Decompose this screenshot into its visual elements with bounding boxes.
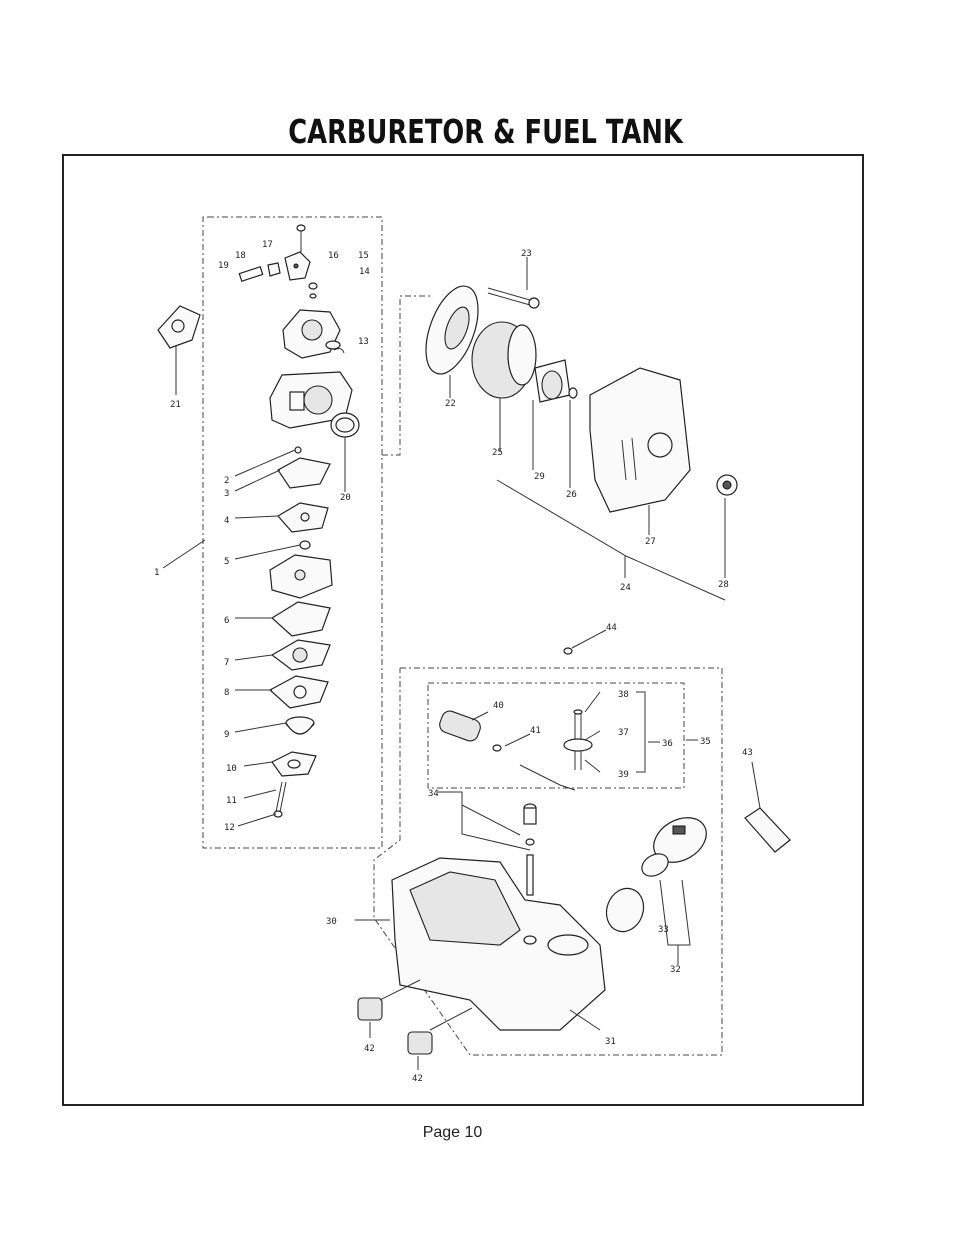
callout-24: 24 bbox=[620, 583, 631, 593]
callout-37: 37 bbox=[618, 728, 629, 738]
callout-5: 5 bbox=[224, 557, 229, 567]
callout-17: 17 bbox=[262, 240, 273, 250]
callout-42b: 42 bbox=[412, 1074, 423, 1084]
callout-33: 33 bbox=[658, 925, 669, 935]
gasket-20 bbox=[330, 412, 360, 438]
fuel-tank-31 bbox=[391, 857, 606, 1031]
callout-7: 7 bbox=[224, 658, 229, 668]
callout-43: 43 bbox=[742, 748, 753, 758]
callout-8: 8 bbox=[224, 688, 229, 698]
filter-element-25 bbox=[471, 321, 537, 399]
cap-gasket-33 bbox=[641, 853, 669, 877]
callout-19: 19 bbox=[218, 261, 229, 271]
clip-41 bbox=[492, 744, 502, 752]
callout-6a: 6 bbox=[224, 616, 229, 626]
callout-27: 27 bbox=[645, 537, 656, 547]
pump-cover-3 bbox=[277, 457, 331, 489]
callout-22: 22 bbox=[445, 399, 456, 409]
callout-26: 26 bbox=[566, 490, 577, 500]
nut-26 bbox=[568, 387, 578, 399]
bracket-17 bbox=[284, 251, 311, 281]
carburetor-group-box bbox=[202, 216, 383, 849]
gasket-7 bbox=[271, 601, 331, 637]
callout-32: 32 bbox=[670, 965, 681, 975]
callout-44: 44 bbox=[606, 623, 617, 633]
gasket-5 bbox=[299, 540, 311, 550]
adjusting-screw-19 bbox=[238, 266, 264, 282]
page-title: CARBURETOR & FUEL TANK bbox=[288, 112, 683, 151]
callout-34: 34 bbox=[428, 789, 439, 799]
callout-39: 39 bbox=[618, 770, 629, 780]
air-cleaner-cover-27 bbox=[589, 367, 691, 513]
callout-29: 29 bbox=[534, 472, 545, 482]
callout-4: 4 bbox=[224, 516, 229, 526]
small-part-2 bbox=[294, 446, 302, 454]
callout-35: 35 bbox=[700, 737, 711, 747]
filter-holder-29 bbox=[534, 359, 571, 403]
diaphragm-4 bbox=[277, 502, 329, 533]
tank-mount-42a bbox=[357, 997, 383, 1021]
callout-23: 23 bbox=[521, 249, 532, 259]
callout-15: 15 bbox=[358, 251, 369, 261]
clip-13 bbox=[333, 348, 345, 354]
retainer-11 bbox=[271, 751, 317, 777]
tank-mount-42b bbox=[407, 1031, 433, 1055]
callout-25a: 25 bbox=[492, 448, 503, 458]
callout-11: 11 bbox=[226, 796, 237, 806]
grommet-44 bbox=[563, 647, 573, 655]
diaphragm-8 bbox=[270, 639, 331, 671]
throttle-assembly bbox=[282, 309, 341, 359]
air-filter-base-22 bbox=[425, 285, 479, 375]
small-part-14 bbox=[308, 282, 318, 299]
fuel-filter-40 bbox=[439, 710, 481, 742]
diagram-frame bbox=[62, 154, 864, 1106]
callout-28: 28 bbox=[718, 580, 729, 590]
tank-mount-43 bbox=[744, 807, 791, 853]
carburetor-lower-body-6 bbox=[269, 554, 333, 599]
callout-30: 30 bbox=[326, 917, 337, 927]
callout-31: 31 bbox=[605, 1037, 616, 1047]
cover-9 bbox=[268, 675, 329, 709]
callout-12: 12 bbox=[224, 823, 235, 833]
callout-1: 1 bbox=[154, 568, 159, 578]
callout-2: 2 bbox=[224, 476, 229, 486]
callout-14: 14 bbox=[359, 267, 370, 277]
callout-9: 9 bbox=[224, 730, 229, 740]
callout-18: 18 bbox=[235, 251, 246, 261]
carburetor-body bbox=[269, 371, 353, 429]
callout-3: 3 bbox=[224, 489, 229, 499]
callout-40: 40 bbox=[493, 701, 504, 711]
callout-42a: 42 bbox=[364, 1044, 375, 1054]
leader-lines bbox=[162, 257, 761, 1070]
callout-13: 13 bbox=[358, 337, 369, 347]
page-number: Page 10 bbox=[422, 1124, 483, 1141]
screw-16 bbox=[296, 224, 306, 252]
primer-bulb-10 bbox=[285, 716, 315, 735]
gasket-21 bbox=[157, 305, 201, 349]
fuel-neck bbox=[605, 887, 645, 933]
fuel-lines bbox=[519, 709, 593, 791]
callout-10: 10 bbox=[226, 764, 237, 774]
screw-23 bbox=[487, 287, 540, 309]
air-filter-bracket bbox=[382, 295, 430, 456]
fuel-pickup-34 bbox=[523, 803, 537, 896]
callout-labels: 1 2 3 4 5 6 7 8 9 10 11 12 13 14 15 16 1… bbox=[154, 240, 753, 1084]
callout-21: 21 bbox=[170, 400, 181, 410]
screw-12 bbox=[273, 781, 287, 818]
callout-20: 20 bbox=[340, 493, 351, 503]
fuel-tank-group-box bbox=[373, 667, 723, 1056]
knob-28 bbox=[716, 474, 738, 496]
callout-41: 41 bbox=[530, 726, 541, 736]
fuel-line-group-box bbox=[427, 682, 685, 789]
callout-38: 38 bbox=[618, 690, 629, 700]
callout-16: 16 bbox=[328, 251, 339, 261]
callout-36: 36 bbox=[662, 739, 673, 749]
nut-18 bbox=[267, 262, 281, 277]
